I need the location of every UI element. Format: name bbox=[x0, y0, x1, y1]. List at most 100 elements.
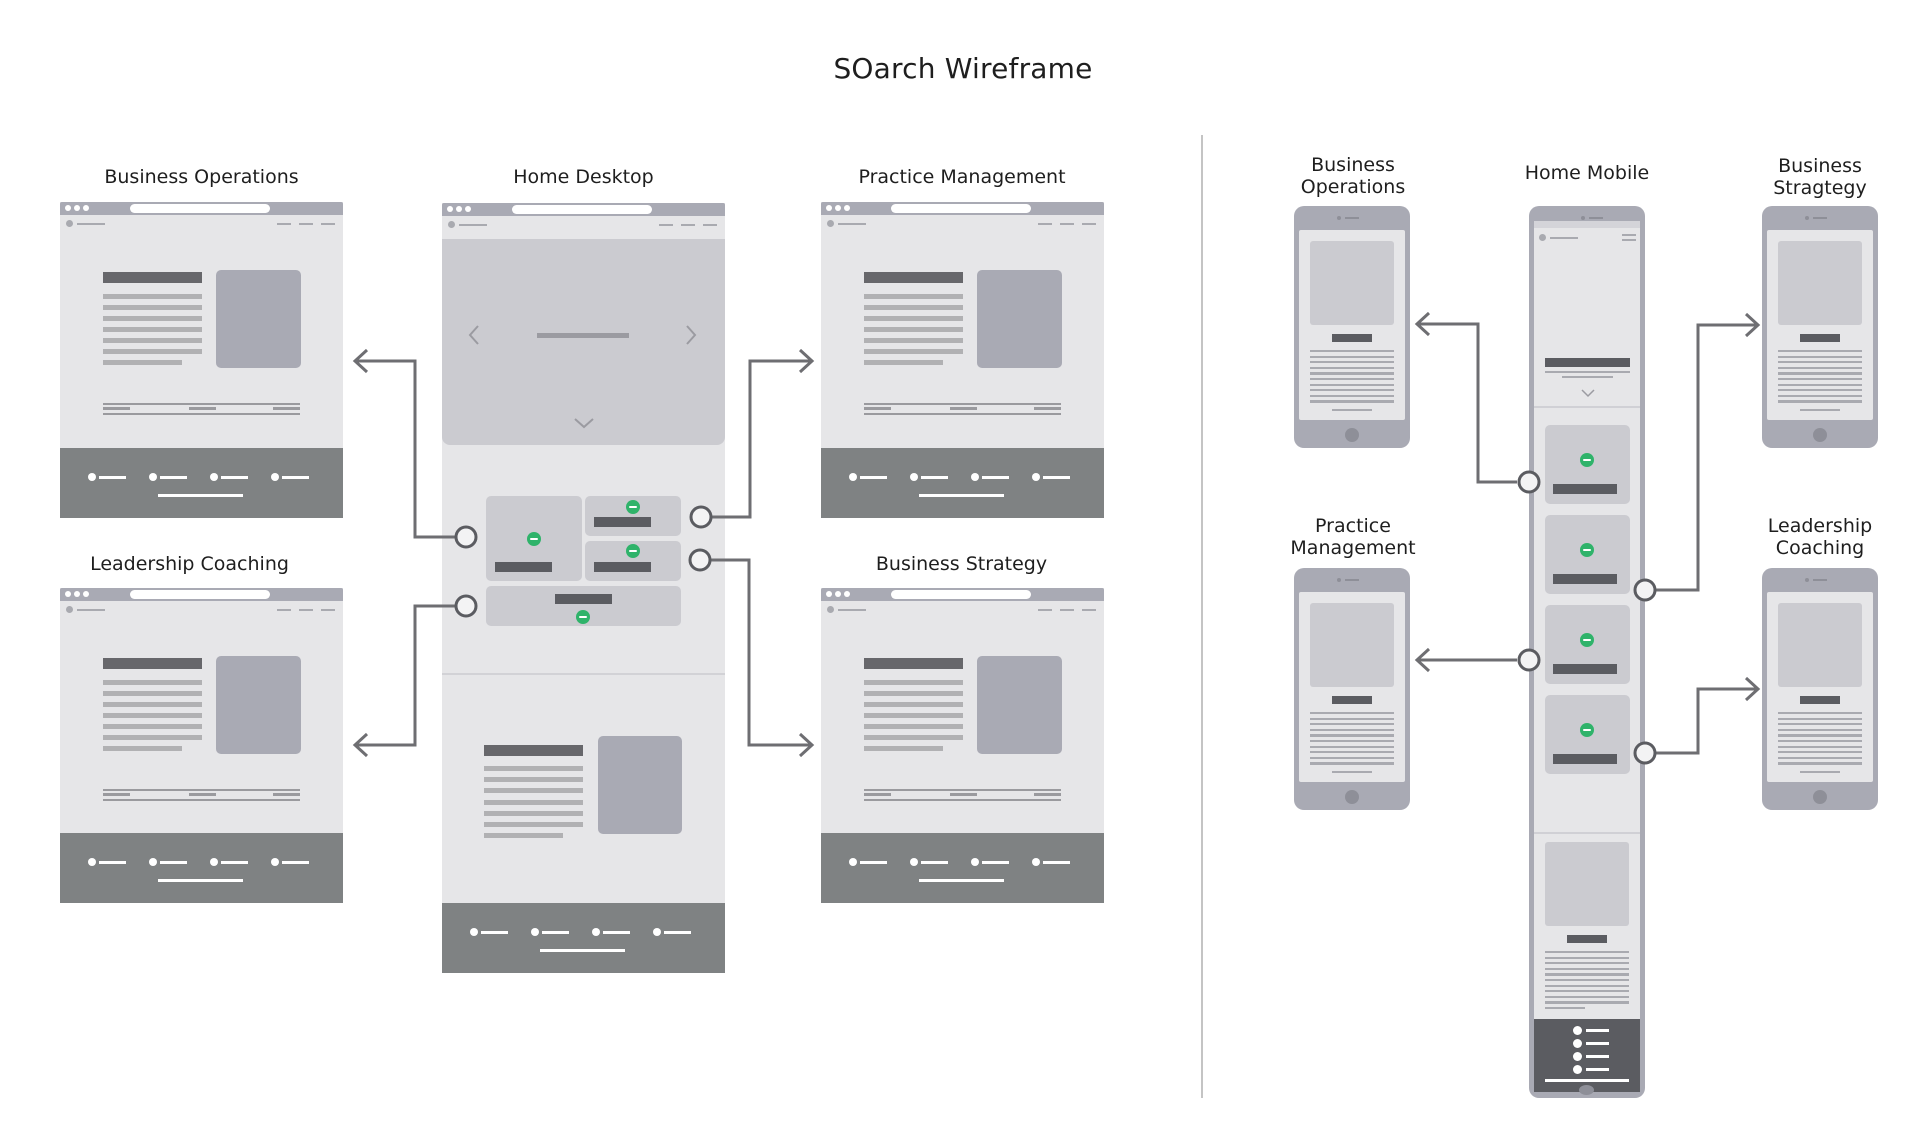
wireframe-practice-management-mobile[interactable] bbox=[1294, 568, 1410, 810]
service-card-practice-management[interactable] bbox=[1545, 605, 1630, 684]
browser-chrome bbox=[821, 588, 1104, 601]
nav-links bbox=[277, 223, 335, 225]
wireframe-leadership-coaching-mobile[interactable] bbox=[1762, 568, 1878, 810]
arrow-left-icon bbox=[1414, 647, 1431, 673]
link-dot-icon bbox=[1580, 633, 1594, 647]
text-line bbox=[1310, 355, 1394, 358]
link-node-m-business-strategy[interactable] bbox=[1633, 578, 1657, 602]
content-rule bbox=[864, 789, 1061, 791]
logo-text-placeholder bbox=[838, 223, 866, 225]
service-card-business-operations[interactable] bbox=[1545, 425, 1630, 504]
service-card-business-strategy[interactable] bbox=[1545, 515, 1630, 594]
service-card-business-operations[interactable] bbox=[486, 496, 582, 581]
nav-links bbox=[277, 609, 335, 611]
chevron-left-icon[interactable] bbox=[468, 324, 480, 346]
connector-line-leadership-coaching bbox=[355, 604, 455, 747]
footer-link-dot-icon bbox=[149, 473, 157, 481]
hamburger-menu-icon[interactable] bbox=[1622, 234, 1636, 241]
text-line bbox=[103, 724, 202, 729]
footer-copyright-line bbox=[540, 949, 625, 952]
camera-icon bbox=[1581, 216, 1585, 220]
footer-link-dot-icon bbox=[910, 473, 918, 481]
label-m-business-operations: Business Operations bbox=[1273, 154, 1433, 198]
hero-carousel bbox=[442, 239, 725, 445]
content-rule bbox=[864, 403, 1061, 405]
link-node-leadership-coaching[interactable] bbox=[454, 594, 478, 618]
link-node-m-practice-management[interactable] bbox=[1517, 648, 1541, 672]
footer-link-dot-icon bbox=[88, 473, 96, 481]
page-heading-bar bbox=[103, 658, 202, 669]
arrow-right-icon bbox=[1744, 676, 1761, 702]
logo-icon bbox=[827, 220, 834, 227]
meta-line bbox=[273, 407, 300, 410]
wireframe-business-operations-mobile[interactable] bbox=[1294, 206, 1410, 448]
window-dots-icon bbox=[65, 205, 89, 211]
service-card-leadership-coaching[interactable] bbox=[486, 586, 681, 626]
wireframe-home-desktop[interactable] bbox=[442, 203, 725, 973]
wireframe-business-operations-desktop[interactable] bbox=[60, 202, 343, 518]
link-node-m-leadership-coaching[interactable] bbox=[1633, 741, 1657, 765]
link-dot-icon bbox=[626, 544, 640, 558]
wireframe-home-mobile[interactable] bbox=[1529, 206, 1645, 1098]
page-heading-bar bbox=[103, 272, 202, 283]
about-image-placeholder bbox=[1545, 842, 1629, 926]
service-card-practice-management[interactable] bbox=[585, 496, 681, 536]
text-line bbox=[1310, 756, 1394, 759]
service-card-business-strategy[interactable] bbox=[585, 541, 681, 581]
speaker-icon bbox=[1589, 217, 1603, 219]
text-line bbox=[1310, 394, 1394, 397]
link-node-practice-management[interactable] bbox=[689, 505, 713, 529]
footer-link-line bbox=[1043, 860, 1070, 864]
label-m-leadership-coaching: Leadership Coaching bbox=[1740, 515, 1900, 559]
site-nav bbox=[442, 216, 725, 232]
footer-link-line bbox=[1586, 1029, 1609, 1032]
wireframe-business-strategy-desktop[interactable] bbox=[821, 588, 1104, 903]
footer-link-dot-icon bbox=[849, 473, 857, 481]
card-title-bar bbox=[1553, 574, 1617, 584]
link-dot-icon bbox=[1580, 543, 1594, 557]
logo-text-placeholder bbox=[838, 609, 866, 611]
arrow-left-icon bbox=[352, 348, 369, 374]
text-line bbox=[1778, 740, 1862, 743]
wireframe-business-strategy-mobile[interactable] bbox=[1762, 206, 1878, 448]
link-dot-icon bbox=[1580, 453, 1594, 467]
wireframe-leadership-coaching-desktop[interactable] bbox=[60, 588, 343, 903]
content-rule bbox=[864, 413, 1061, 415]
text-line bbox=[1545, 995, 1629, 998]
card-title-bar bbox=[555, 594, 612, 604]
meta-line bbox=[189, 793, 216, 796]
nav-links bbox=[659, 224, 717, 226]
chevron-down-icon[interactable] bbox=[1581, 389, 1595, 398]
footer-link-line bbox=[860, 860, 887, 864]
text-line bbox=[1778, 712, 1862, 715]
text-line bbox=[864, 691, 963, 696]
meta-line bbox=[1034, 793, 1061, 796]
text-line bbox=[1778, 734, 1862, 737]
service-card-leadership-coaching[interactable] bbox=[1545, 695, 1630, 774]
chevron-down-icon[interactable] bbox=[573, 417, 595, 429]
chevron-right-icon[interactable] bbox=[685, 324, 697, 346]
text-line bbox=[103, 316, 202, 321]
link-node-m-business-operations[interactable] bbox=[1517, 470, 1541, 494]
text-line bbox=[103, 735, 202, 740]
wireframe-practice-management-desktop[interactable] bbox=[821, 202, 1104, 518]
text-line bbox=[864, 746, 943, 751]
footer-link-line bbox=[221, 860, 248, 864]
section-separator bbox=[442, 673, 725, 675]
hero-heading-bar bbox=[1545, 358, 1630, 367]
footer-link-line bbox=[481, 930, 508, 934]
label-leadership-coaching: Leadership Coaching bbox=[90, 553, 289, 575]
text-line bbox=[1310, 366, 1394, 369]
text-line bbox=[1310, 383, 1394, 386]
link-node-business-strategy[interactable] bbox=[688, 548, 712, 572]
mobile-footer bbox=[1534, 1019, 1640, 1092]
site-footer bbox=[442, 903, 725, 973]
footer-link-line bbox=[160, 475, 187, 479]
footer-link-dot-icon bbox=[1032, 858, 1040, 866]
label-line: Leadership bbox=[1767, 515, 1873, 537]
footer-link-line bbox=[542, 930, 569, 934]
link-node-business-operations[interactable] bbox=[454, 525, 478, 549]
text-line bbox=[1310, 361, 1394, 364]
label-business-strategy: Business Strategy bbox=[875, 553, 1048, 575]
site-nav bbox=[60, 601, 343, 617]
